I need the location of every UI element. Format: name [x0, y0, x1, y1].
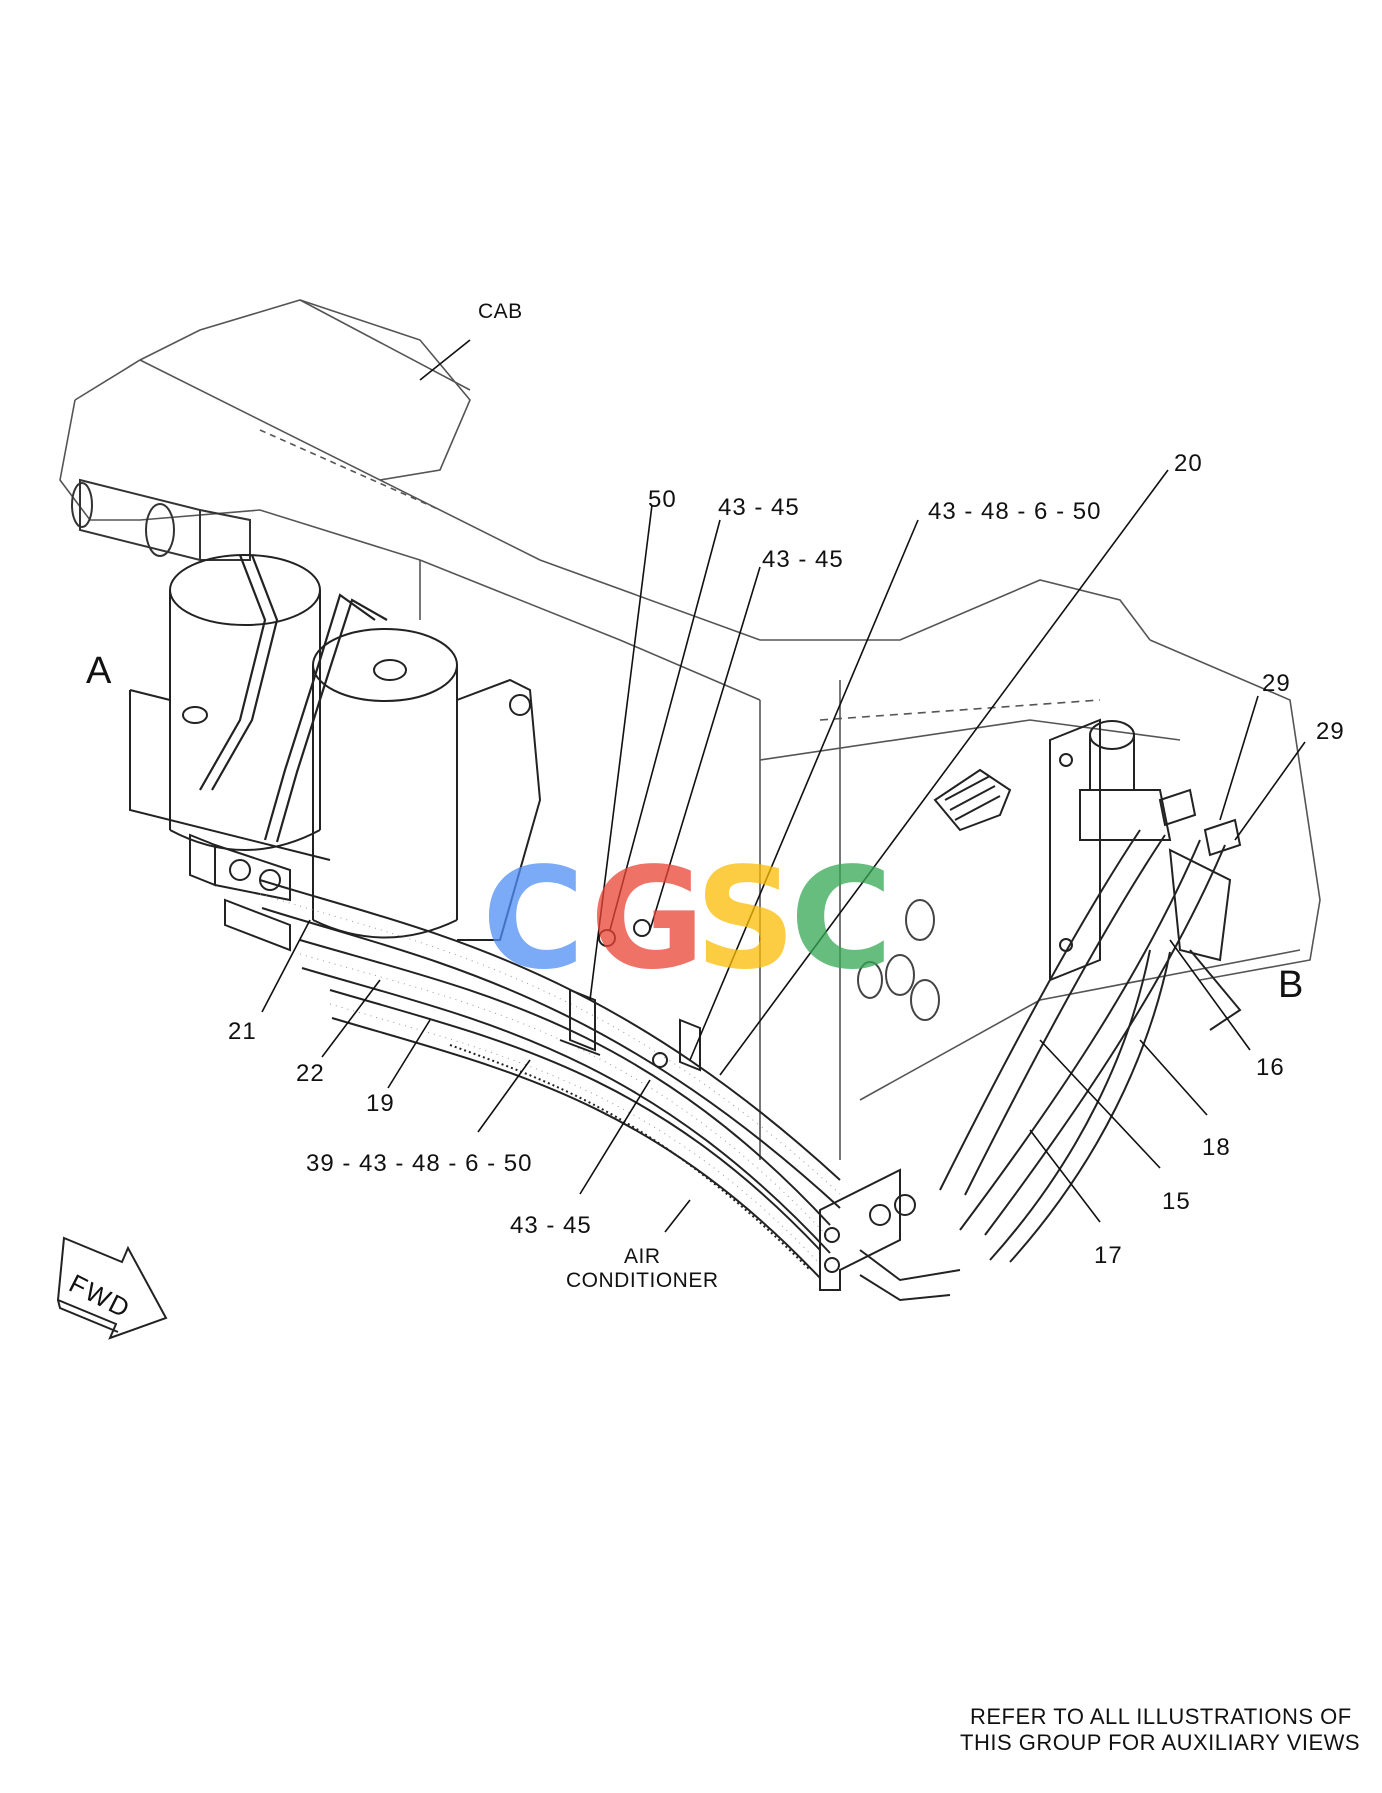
- callout-29-b: 29: [1316, 718, 1345, 745]
- axle-tube: [71, 478, 251, 562]
- callout-43-48-6-50: 43 - 48 - 6 - 50: [928, 498, 1102, 525]
- right-bracket: [819, 1168, 961, 1302]
- fwd-arrow: [56, 1236, 168, 1340]
- left-fitting-block: [189, 833, 291, 952]
- valve-assembly: [1049, 718, 1242, 1031]
- callout-43-45-c: 43 - 45: [510, 1212, 592, 1239]
- callout-20: 20: [1174, 450, 1203, 477]
- label-air-line-1: AIR: [624, 1245, 661, 1268]
- footer-note-line-1: REFER TO ALL ILLUSTRATIONS OF: [970, 1704, 1352, 1729]
- callout-19: 19: [366, 1090, 395, 1117]
- leader-lines: [261, 339, 1306, 1233]
- callout-22: 22: [296, 1060, 325, 1087]
- watermark-letter-4: C: [790, 838, 893, 1001]
- ribbed-plate: [933, 768, 1012, 832]
- callout-18: 18: [1202, 1134, 1231, 1161]
- callout-43-45-a: 43 - 45: [718, 494, 800, 521]
- accumulator-right: [312, 628, 542, 941]
- watermark-letter-1: C: [482, 838, 585, 1001]
- callout-50: 50: [648, 486, 677, 513]
- label-air-conditioner-line-2: CONDITIONER: [566, 1269, 719, 1292]
- view-label-b: B: [1278, 964, 1304, 1006]
- hose-texture: [259, 893, 841, 1265]
- watermark-letter-3: S: [695, 838, 796, 1001]
- frame-holes: [857, 899, 940, 1021]
- label-cab: CAB: [478, 300, 523, 323]
- callout-17: 17: [1094, 1242, 1123, 1269]
- callout-21: 21: [228, 1018, 257, 1045]
- view-label-a: A: [86, 650, 112, 692]
- callout-16: 16: [1256, 1054, 1285, 1081]
- callout-29-a: 29: [1262, 670, 1291, 697]
- footer-note-line-2: THIS GROUP FOR AUXILIARY VIEWS: [960, 1730, 1361, 1755]
- watermark-letter-2: G: [590, 838, 705, 1001]
- tubes: [199, 554, 388, 843]
- accumulator-left: [129, 554, 331, 861]
- callout-39-43-48-6-50: 39 - 43 - 48 - 6 - 50: [306, 1150, 533, 1177]
- callout-43-45-b: 43 - 45: [762, 546, 844, 573]
- callout-15: 15: [1162, 1188, 1191, 1215]
